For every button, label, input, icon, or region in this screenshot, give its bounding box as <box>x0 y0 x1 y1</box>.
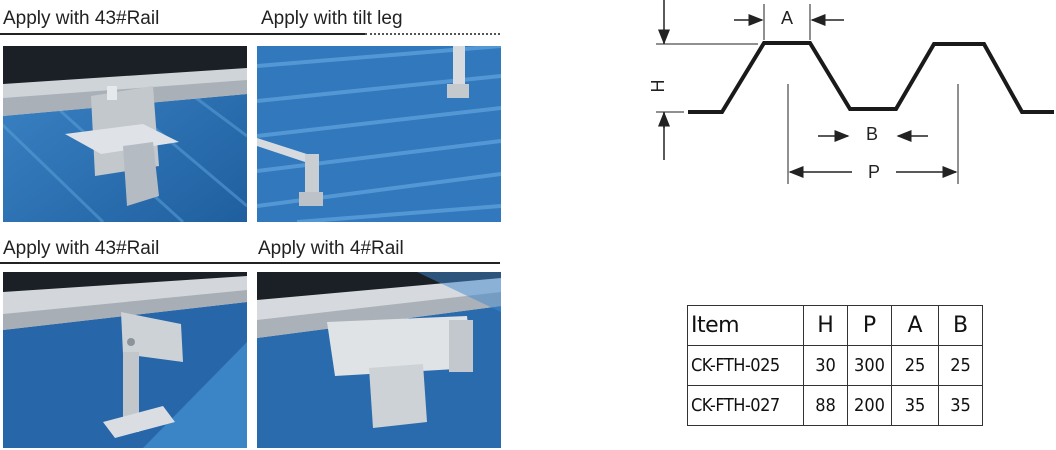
label-p: P <box>868 162 880 182</box>
cell-h: 30 <box>803 345 848 386</box>
label-a: A <box>781 8 793 28</box>
header-p: P <box>847 305 892 346</box>
cell-item: CK-FTH-027 <box>687 385 804 426</box>
cell-a: 25 <box>891 345 939 386</box>
photo-tilt-leg <box>257 46 501 222</box>
cell-a: 35 <box>891 385 939 426</box>
spec-table: Item H P A B CK-FTH-025 30 300 25 25 CK-… <box>687 305 983 426</box>
table-row: CK-FTH-025 30 300 25 25 <box>687 345 983 386</box>
photo-43rail-top <box>3 46 247 222</box>
header-b: B <box>938 305 983 346</box>
caption-43rail-top: Apply with 43#Rail <box>3 8 160 29</box>
cell-b: 25 <box>938 345 983 386</box>
header-h: H <box>803 305 848 346</box>
header-a: A <box>891 305 939 346</box>
caption-underline <box>250 33 365 35</box>
caption-4rail: Apply with 4#Rail <box>258 238 404 259</box>
caption-tilt-leg: Apply with tilt leg <box>261 8 403 29</box>
caption-underline <box>0 262 250 264</box>
table-header-row: Item H P A B <box>687 305 983 346</box>
cell-p: 200 <box>847 385 892 426</box>
photo-4rail <box>257 272 501 448</box>
caption-underline <box>0 33 250 35</box>
header-item: Item <box>687 305 804 346</box>
label-h: H <box>648 80 668 93</box>
label-b: B <box>866 124 878 144</box>
roof-profile-diagram: H A B P <box>640 0 1056 200</box>
photo-43rail-bottom <box>3 272 247 448</box>
caption-underline <box>250 262 500 264</box>
caption-43rail-bottom: Apply with 43#Rail <box>3 238 160 259</box>
caption-underline-dotted <box>365 33 500 35</box>
cell-item: CK-FTH-025 <box>687 345 804 386</box>
cell-h: 88 <box>803 385 848 426</box>
cell-p: 300 <box>847 345 892 386</box>
table-row: CK-FTH-027 88 200 35 35 <box>687 385 983 426</box>
cell-b: 35 <box>938 385 983 426</box>
profile-line <box>688 41 1054 114</box>
